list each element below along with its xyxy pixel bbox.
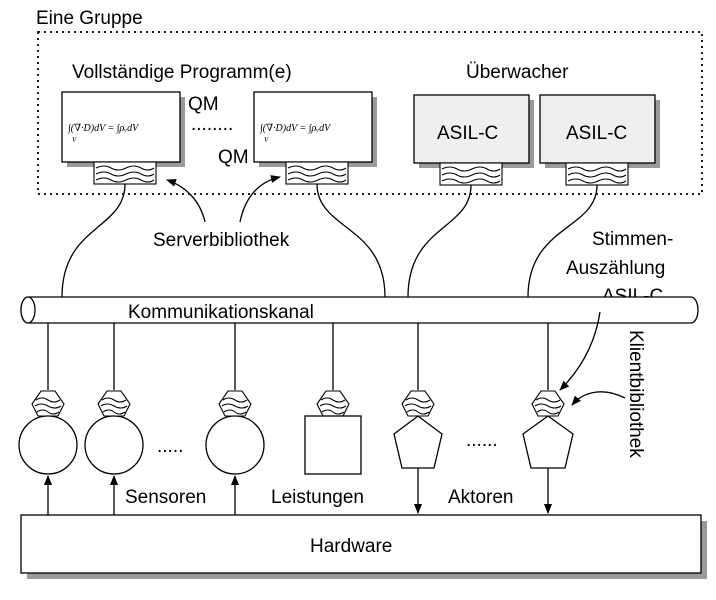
- sensor-2: [84, 415, 144, 475]
- actuator-1: [393, 415, 443, 469]
- monitor-label: Überwacher: [466, 62, 569, 83]
- hardware-label: Hardware: [310, 536, 392, 557]
- client-library-label: Klientbibliothek: [625, 330, 646, 458]
- client-lib-connector-1: [31, 390, 65, 417]
- actuator-2: [522, 415, 574, 469]
- server-library-arrow-1: [166, 179, 206, 223]
- wire-monitor-1: [407, 184, 472, 298]
- sensor-ellipsis: .....: [157, 436, 183, 457]
- program-ellipsis: ........: [191, 114, 233, 135]
- actuators-label: Aktoren: [448, 487, 513, 508]
- wire-program-2: [316, 183, 386, 298]
- server-library-arrow-2: [239, 175, 281, 223]
- actuator-ellipsis: ......: [466, 430, 498, 451]
- client-lib-connector-2: [97, 390, 131, 417]
- server-lib-connector-2: [285, 161, 349, 185]
- program-box-1: ∫(∇·D)dV = ∫ρᵥdV V: [61, 91, 185, 167]
- program-formula-2: ∫(∇·D)dV = ∫ρᵥdV: [259, 123, 332, 134]
- monitor-lib-connector-2: [565, 162, 629, 186]
- voting-label-line-1: Stimmen-: [592, 229, 673, 250]
- server-library-label: Serverbibliothek: [153, 230, 290, 251]
- asil-box-2-label: ASIL-C: [566, 123, 627, 144]
- client-library-arrow: [571, 391, 626, 406]
- client-lib-connector-6: [531, 390, 565, 417]
- qm-label-bottom: QM: [218, 147, 249, 168]
- asil-box-1: ASIL-C: [413, 94, 534, 168]
- programs-label: Vollständige Programm(e): [72, 62, 292, 83]
- wire-monitor-2: [527, 184, 598, 298]
- services-label: Leistungen: [271, 487, 364, 508]
- client-lib-connector-4: [316, 390, 350, 417]
- asil-box-1-label: ASIL-C: [437, 123, 498, 144]
- program-box-2: ∫(∇·D)dV = ∫ρᵥdV V: [253, 91, 377, 167]
- svg-text:V: V: [72, 136, 77, 144]
- sensors-label: Sensoren: [125, 487, 206, 508]
- communication-channel: Kommunikationskanal: [20, 296, 699, 324]
- group-boundary: [37, 31, 703, 195]
- sensor-3: [205, 415, 265, 475]
- channel-label: Kommunikationskanal: [128, 302, 314, 323]
- sensor-1: [18, 415, 78, 475]
- asil-box-2: ASIL-C: [539, 94, 660, 168]
- voting-label-line-2: Auszählung: [566, 258, 665, 279]
- svg-text:V: V: [264, 136, 269, 144]
- client-lib-connector-3: [218, 390, 252, 417]
- wire-program-1: [61, 183, 126, 298]
- hardware-box: Hardware: [20, 514, 707, 579]
- client-lib-connector-5: [401, 390, 435, 417]
- service-box: [304, 415, 362, 475]
- monitor-lib-connector-1: [439, 162, 503, 186]
- group-label: Eine Gruppe: [36, 8, 143, 29]
- program-formula-1: ∫(∇·D)dV = ∫ρᵥdV: [67, 123, 140, 134]
- voting-arrow: [559, 311, 601, 391]
- qm-label-top: QM: [188, 94, 219, 115]
- server-lib-connector-1: [93, 161, 157, 185]
